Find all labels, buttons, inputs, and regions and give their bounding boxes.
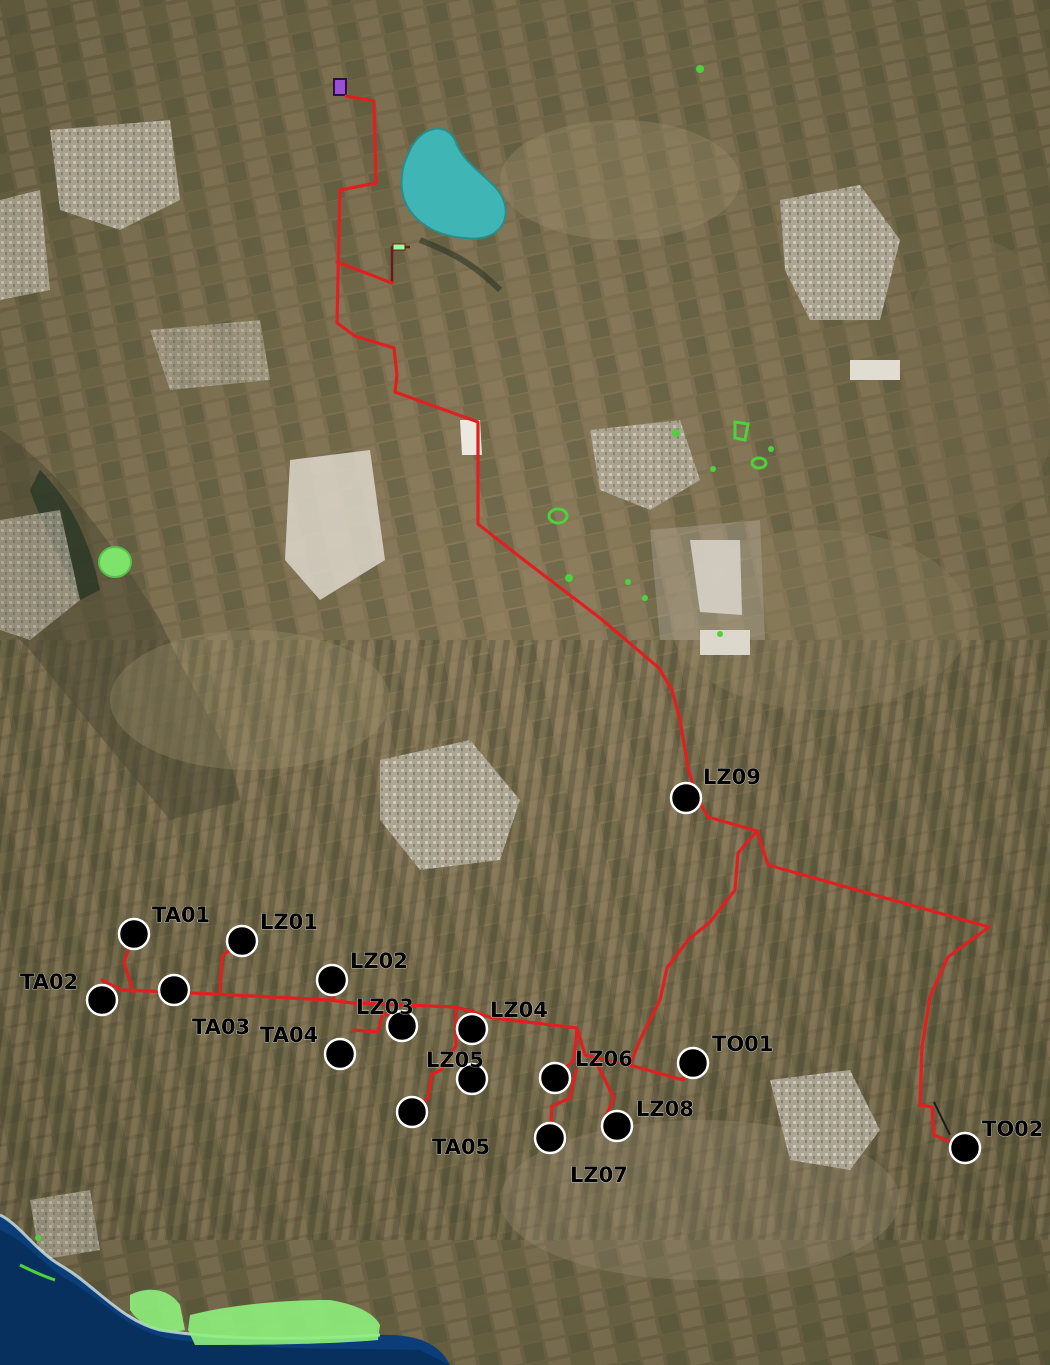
turbine-label-to01: TO01 (712, 1032, 773, 1056)
protected-area-west (98, 546, 132, 578)
turbine-label-lz01: LZ01 (260, 910, 318, 934)
turbine-marker-lz03[interactable] (385, 1009, 419, 1043)
cable-branch-to02 (918, 925, 991, 1150)
cable-routes (100, 94, 991, 1150)
turbine-marker-lz05[interactable] (455, 1062, 489, 1096)
town-south-central (380, 740, 520, 870)
turbine-label-lz07: LZ07 (570, 1163, 628, 1187)
town-southeast (770, 1070, 880, 1170)
cable-west-collector (100, 978, 632, 1067)
industrial-roof-south (700, 630, 750, 655)
turbine-markers (85, 781, 982, 1165)
turbine-marker-lz08[interactable] (600, 1109, 634, 1143)
turbine-marker-lz09[interactable] (669, 781, 703, 815)
protected-areas (19, 65, 774, 1345)
quarry-east-zone (650, 520, 765, 640)
cable-grid-spur (335, 260, 394, 285)
turbine-marker-lz06[interactable] (538, 1061, 572, 1095)
turbine-label-lz04: LZ04 (490, 998, 548, 1022)
cable-main-trunk (335, 94, 991, 929)
turbine-label-lz05: LZ05 (426, 1048, 484, 1072)
quarry-west (285, 450, 385, 600)
turbine-label-lz06: LZ06 (575, 1047, 633, 1071)
turbine-marker-lz01[interactable] (225, 924, 259, 958)
turbine-marker-to02[interactable] (948, 1131, 982, 1165)
turbine-label-ta01: TA01 (152, 903, 210, 927)
turbine-marker-ta01[interactable] (117, 917, 151, 951)
coastal-reserve-west (130, 1289, 185, 1332)
quarry-east (690, 540, 742, 615)
grid-connection-point (392, 243, 406, 251)
turbine-marker-ta03[interactable] (157, 973, 191, 1007)
coastal-reserve-east (188, 1300, 380, 1345)
protected-area-ring (547, 507, 569, 525)
industrial-roof (850, 360, 900, 380)
turbine-label-ta04: TA04 (260, 1023, 318, 1047)
turbine-marker-to01[interactable] (676, 1046, 710, 1080)
turbine-marker-ta02[interactable] (85, 983, 119, 1017)
town-coast (30, 1190, 100, 1260)
cable-branch-south (628, 829, 759, 1082)
town-central (590, 420, 700, 510)
substation (333, 78, 347, 96)
turbine-label-lz09: LZ09 (703, 765, 761, 789)
cable-secondary-to02 (933, 1101, 951, 1136)
turbine-marker-ta05[interactable] (395, 1095, 429, 1129)
town-west-edge (0, 190, 50, 300)
turbine-marker-lz02[interactable] (315, 963, 349, 997)
turbine-label-lz02: LZ02 (350, 949, 408, 973)
cable-lz05 (410, 1005, 458, 1114)
turbine-marker-lz07[interactable] (533, 1121, 567, 1155)
lake (400, 127, 507, 240)
turbine-label-lz08: LZ08 (636, 1097, 694, 1121)
turbine-marker-lz04[interactable] (455, 1012, 489, 1046)
town-northwest (50, 120, 180, 230)
turbine-label-ta02: TA02 (20, 970, 78, 994)
town-north-mid (150, 320, 270, 390)
towns (0, 120, 900, 1260)
quarries (285, 360, 900, 655)
turbine-label-lz03: LZ03 (356, 995, 414, 1019)
turbine-label-ta05: TA05 (432, 1135, 490, 1159)
town-northeast (780, 185, 900, 320)
substation-area (333, 78, 410, 283)
turbine-marker-ta04[interactable] (323, 1037, 357, 1071)
turbine-label-to02: TO02 (982, 1117, 1043, 1141)
town-west (0, 510, 80, 640)
turbine-label-ta03: TA03 (192, 1015, 250, 1039)
